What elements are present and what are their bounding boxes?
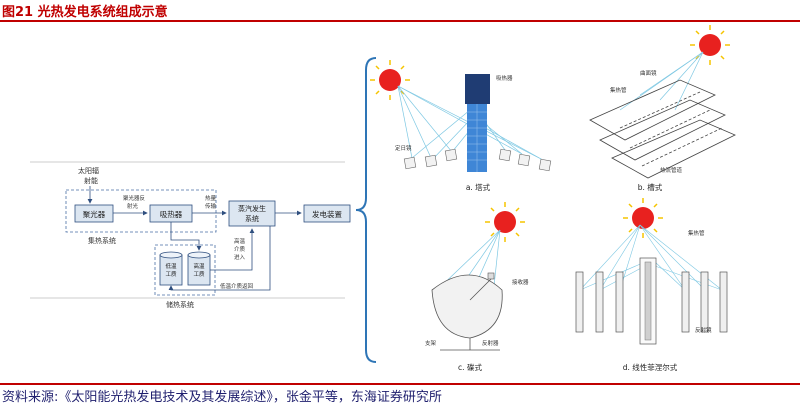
title-rule <box>0 20 800 22</box>
dish-mirror-label: 反射器 <box>482 339 499 347</box>
low-temp-label-2: 工质 <box>165 270 177 278</box>
trough-sun-icon <box>689 24 731 66</box>
fresnel-panel: 集热管 反射镜 d. 线性菲涅尔式 <box>575 197 728 372</box>
storage-system-label: 储热系统 <box>166 300 194 309</box>
trough-pipe-label: 热流管道 <box>660 166 683 174</box>
tower-receiver-label: 吸热器 <box>496 74 513 82</box>
dish-sun-icon <box>484 201 526 243</box>
steam-generator-label-2: 系统 <box>245 214 259 223</box>
dish-panel: 接收器 支架 反射器 c. 碟式 <box>425 201 529 372</box>
tower-panel: 吸热器 定日镜 a. 塔式 <box>369 59 552 192</box>
high-temp-in-label-3: 进入 <box>234 253 246 261</box>
grouping-brace <box>355 57 377 363</box>
steam-generator-label-1: 蒸汽发生 <box>238 204 266 213</box>
power-unit-label: 发电装置 <box>312 209 342 219</box>
high-temp-in-label-2: 介质 <box>234 245 246 253</box>
heat-transfer-label-2: 传输 <box>205 202 217 210</box>
reflected-light-label-1: 聚光器反 <box>123 194 146 202</box>
collector-system-label: 集热系统 <box>88 236 116 245</box>
dish-caption: c. 碟式 <box>458 362 482 372</box>
collector-system-boundary <box>65 189 217 233</box>
fresnel-sun-icon <box>622 197 664 239</box>
trough-tube-label: 集热管 <box>610 86 627 94</box>
trough-panel: 曲面镜 集热管 热流管道 b. 槽式 <box>589 24 736 192</box>
fresnel-tube-label: 集热管 <box>688 229 705 237</box>
low-temp-label-1: 低温 <box>165 262 177 270</box>
solar-input-label-1: 太阳辐 <box>78 166 99 175</box>
low-temp-return-label: 低温介质返回 <box>220 282 254 290</box>
concentrator-label: 聚光器 <box>83 209 106 219</box>
fresnel-caption: d. 线性菲涅尔式 <box>623 362 678 372</box>
high-temp-label-1: 高温 <box>193 262 205 270</box>
dish-reflector <box>431 274 503 339</box>
receiver-label: 吸热器 <box>160 209 183 219</box>
flow-diagram: 太阳辐 射能 集热系统 聚光器 聚光器反 射光 吸热器 热量 传输 蒸汽发生 系… <box>30 161 351 309</box>
trough-reflector-label: 曲面镜 <box>640 69 657 77</box>
fresnel-mirror-label: 反射镜 <box>695 326 712 334</box>
source-note: 资料来源:《太阳能光热发电技术及其发展综述》，张金平等，东海证券研究所 <box>2 390 442 405</box>
high-temp-tank: 高温 工质 <box>187 251 211 286</box>
tower-heliostat-label: 定日镜 <box>395 144 412 152</box>
high-temp-in-label-1: 高温 <box>234 237 246 245</box>
tower-caption: a. 塔式 <box>466 182 491 192</box>
dish-receiver-label: 接收器 <box>512 278 529 286</box>
trough-caption: b. 槽式 <box>638 182 663 192</box>
dish-support-label: 支架 <box>425 339 437 347</box>
high-temp-label-2: 工质 <box>193 270 205 278</box>
solar-input-label-2: 射能 <box>84 176 98 185</box>
reflected-light-label-2: 射光 <box>127 202 139 210</box>
power-unit-box <box>303 204 351 223</box>
steam-generator-box <box>228 200 276 227</box>
tower-sun-icon <box>369 59 411 101</box>
footer-rule <box>0 383 800 385</box>
concentrator-box <box>74 204 114 223</box>
heat-transfer-label-1: 热量 <box>205 194 217 202</box>
low-temp-tank: 低温 工质 <box>159 251 183 286</box>
figure-title: 图21 光热发电系统组成示意 <box>2 5 168 20</box>
receiver-top <box>465 74 490 104</box>
